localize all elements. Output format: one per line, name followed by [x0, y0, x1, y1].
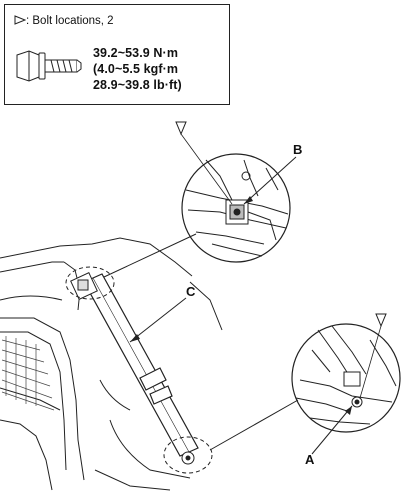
lower-location-circle: [163, 436, 213, 474]
bolt-caption-text: : Bolt locations, 2: [26, 15, 114, 27]
upper-bolt-leader: [180, 133, 233, 205]
torque-values: 39.2~53.9 N·m (4.0~5.5 kgf·m 28.9~39.8 l…: [93, 45, 182, 93]
callout-c: C: [186, 284, 196, 299]
torque-lbft: 28.9~39.8 lb·ft): [93, 78, 182, 92]
torque-kgfm: (4.0~5.5 kgf·m: [93, 62, 179, 76]
vehicle-body: [0, 237, 223, 491]
torque-spec-box: : Bolt locations, 2 39.2~53.9 N·m (4.0~5…: [4, 4, 230, 105]
callout-a: A: [305, 452, 315, 467]
triangle-outline-icon: [375, 313, 387, 328]
callout-c-leader: [129, 297, 187, 343]
window-hatching: [1, 336, 55, 411]
callout-a-leader: [311, 405, 353, 455]
torque-nm: 39.2~53.9 N·m: [93, 46, 179, 60]
lower-mount: [181, 451, 195, 465]
callout-b-leader: [243, 156, 297, 205]
upper-mount: [70, 272, 98, 300]
bolt-locations-caption: : Bolt locations, 2: [14, 15, 114, 27]
triangle-outline-icon: [175, 121, 187, 136]
upper-location-circle: [65, 266, 115, 300]
triangle-outline-icon: [14, 15, 27, 25]
strut-bar: [83, 273, 199, 457]
hex-flange-bolt-icon: [16, 50, 82, 82]
detail-circle-upper: [181, 153, 291, 263]
lower-bolt-leader: [359, 325, 382, 399]
upper-connector-line: [103, 233, 197, 278]
callout-b: B: [293, 142, 303, 157]
lower-connector-line: [209, 399, 299, 451]
detail-circle-lower: [291, 323, 401, 433]
